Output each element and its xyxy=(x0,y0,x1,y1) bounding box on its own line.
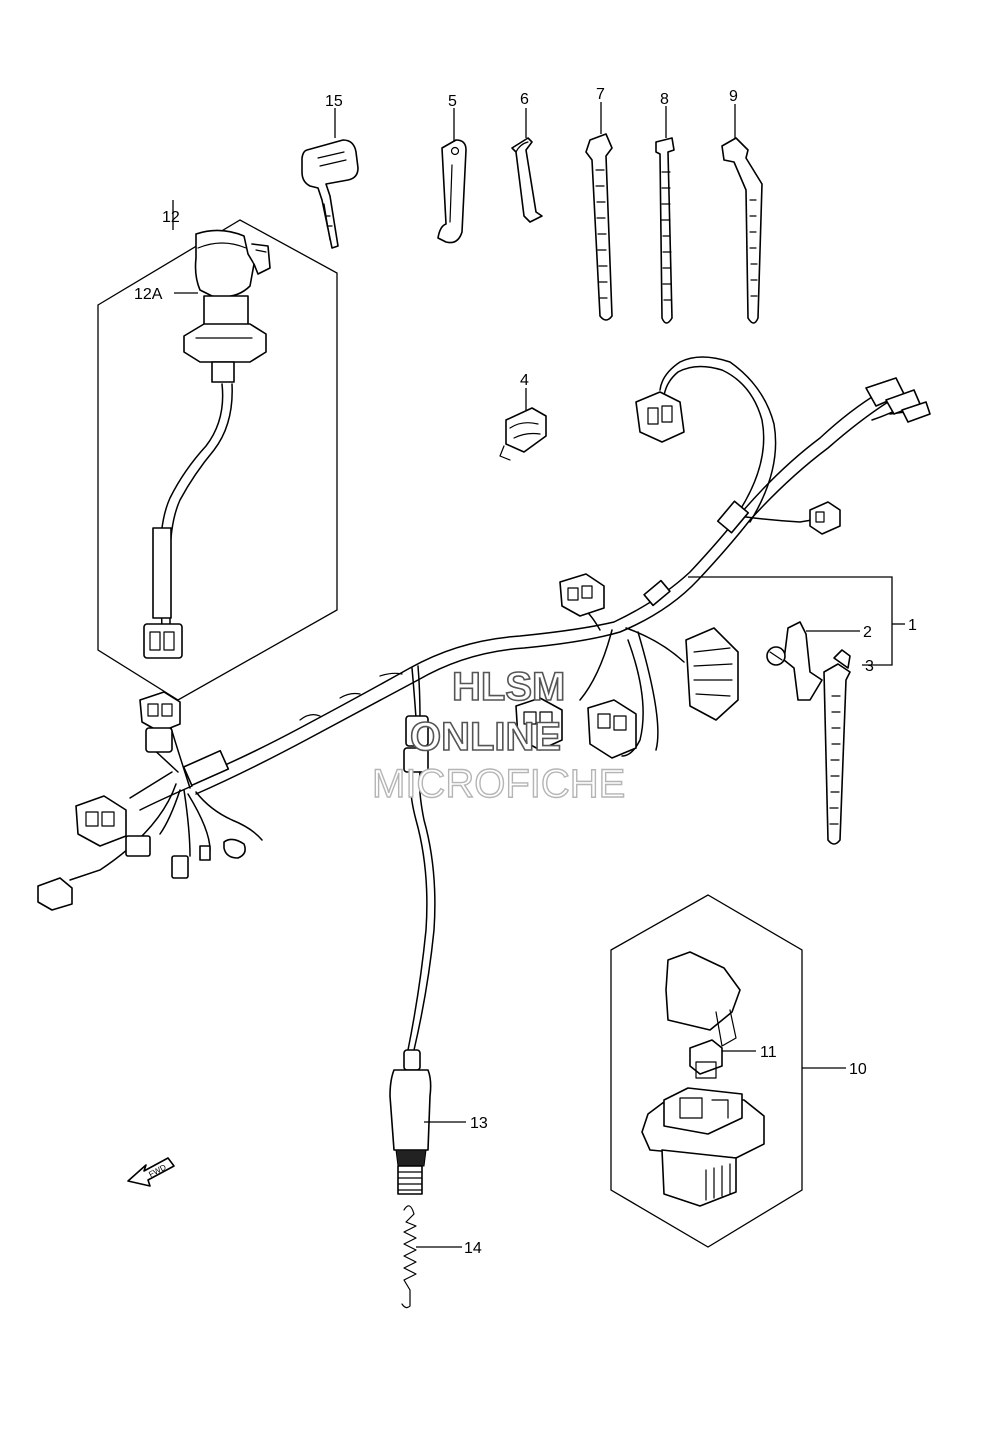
clamp-part[interactable] xyxy=(437,139,467,244)
relay-part[interactable] xyxy=(641,951,765,1207)
watermark: HLSM ONLINE MICROFICHE xyxy=(371,664,626,807)
callout-2: 2 xyxy=(863,624,872,641)
band-part[interactable] xyxy=(823,649,851,845)
harness-connector-large[interactable] xyxy=(685,627,739,721)
harness-connector-left-top[interactable] xyxy=(139,691,181,753)
harness-connector-left-end[interactable] xyxy=(37,877,73,911)
bracket-part[interactable] xyxy=(766,621,823,701)
callout-3: 3 xyxy=(865,658,874,675)
fwd-arrow-icon: FWD xyxy=(127,1157,175,1187)
spring-part[interactable] xyxy=(401,1205,417,1309)
ignition-connector[interactable] xyxy=(143,623,183,659)
watermark-line-3: MICROFICHE xyxy=(372,762,625,806)
watermark-line-1: HLSM xyxy=(452,665,565,709)
callout-1: 1 xyxy=(908,617,917,634)
ignition-switch-part[interactable] xyxy=(183,229,271,383)
callout-9: 9 xyxy=(729,88,738,105)
callout-7: 7 xyxy=(596,86,605,103)
cable-tie-9-part[interactable] xyxy=(721,137,763,324)
callout-8: 8 xyxy=(660,91,669,108)
callout-15: 15 xyxy=(325,93,343,110)
sensor-part[interactable] xyxy=(389,771,436,1195)
harness-connector-top[interactable] xyxy=(635,391,685,443)
harness-connector-left-big[interactable] xyxy=(75,795,127,847)
key-part[interactable] xyxy=(301,139,359,249)
cable-tie-7-part[interactable] xyxy=(585,133,613,321)
callout-12a: 12A xyxy=(134,286,163,303)
clip-part[interactable] xyxy=(511,137,543,223)
callout-5: 5 xyxy=(448,93,457,110)
relay-frame xyxy=(610,894,803,1248)
callout-4: 4 xyxy=(520,372,529,389)
ground-terminal[interactable] xyxy=(199,838,246,861)
harness-connector-center-2[interactable] xyxy=(587,699,637,759)
watermark-line-2: ONLINE xyxy=(410,715,561,759)
callout-11: 11 xyxy=(760,1044,777,1061)
harness-connector-right-small[interactable] xyxy=(809,501,841,535)
harness-connector-center-1[interactable] xyxy=(515,697,563,751)
ignition-switch-frame xyxy=(97,219,338,701)
callout-12: 12 xyxy=(162,209,180,226)
callout-13: 13 xyxy=(470,1115,488,1132)
callout-10: 10 xyxy=(849,1061,867,1078)
harness-connector-left-small[interactable] xyxy=(125,835,151,857)
fuse-part[interactable] xyxy=(689,1039,723,1079)
harness-connector-mid-top[interactable] xyxy=(559,573,605,617)
harness-connector-left-mini[interactable] xyxy=(171,855,189,879)
small-clamp-part[interactable] xyxy=(499,407,547,461)
cable-tie-8-part[interactable] xyxy=(655,137,675,324)
callout-6: 6 xyxy=(520,91,529,108)
harness-connector-sensor[interactable] xyxy=(403,715,429,773)
callout-14: 14 xyxy=(464,1240,482,1257)
harness-terminals-right[interactable] xyxy=(865,377,931,423)
